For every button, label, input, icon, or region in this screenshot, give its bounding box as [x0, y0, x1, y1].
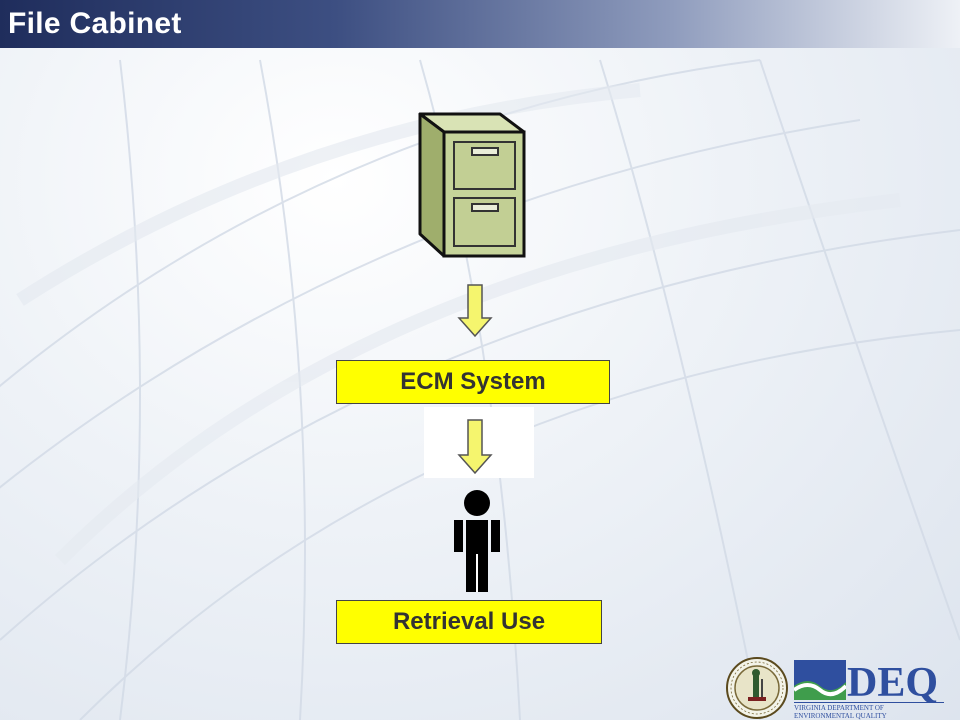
down-arrow-icon — [457, 284, 493, 338]
virginia-seal-icon — [726, 657, 788, 719]
deq-logo: DEQ VIRGINIA DEPARTMENT OF ENVIRONMENTAL… — [794, 658, 944, 720]
title-bar: File Cabinet — [0, 0, 960, 48]
deq-river-icon — [794, 660, 846, 700]
deq-logo-text: DEQ — [847, 660, 938, 702]
slide-title: File Cabinet — [8, 7, 182, 40]
svg-text:ENVIRONMENTAL QUALITY: ENVIRONMENTAL QUALITY — [794, 712, 887, 720]
deq-wordmark: DEQ — [847, 660, 938, 702]
file-cabinet-icon — [418, 112, 526, 258]
deq-subtitle: VIRGINIA DEPARTMENT OF ENVIRONMENTAL QUA… — [794, 702, 944, 720]
ecm-system-box: ECM System — [336, 360, 610, 404]
down-arrow-icon — [457, 419, 493, 475]
person-icon — [454, 490, 500, 592]
retrieval-use-box: Retrieval Use — [336, 600, 602, 644]
svg-text:VIRGINIA DEPARTMENT OF: VIRGINIA DEPARTMENT OF — [794, 704, 884, 712]
